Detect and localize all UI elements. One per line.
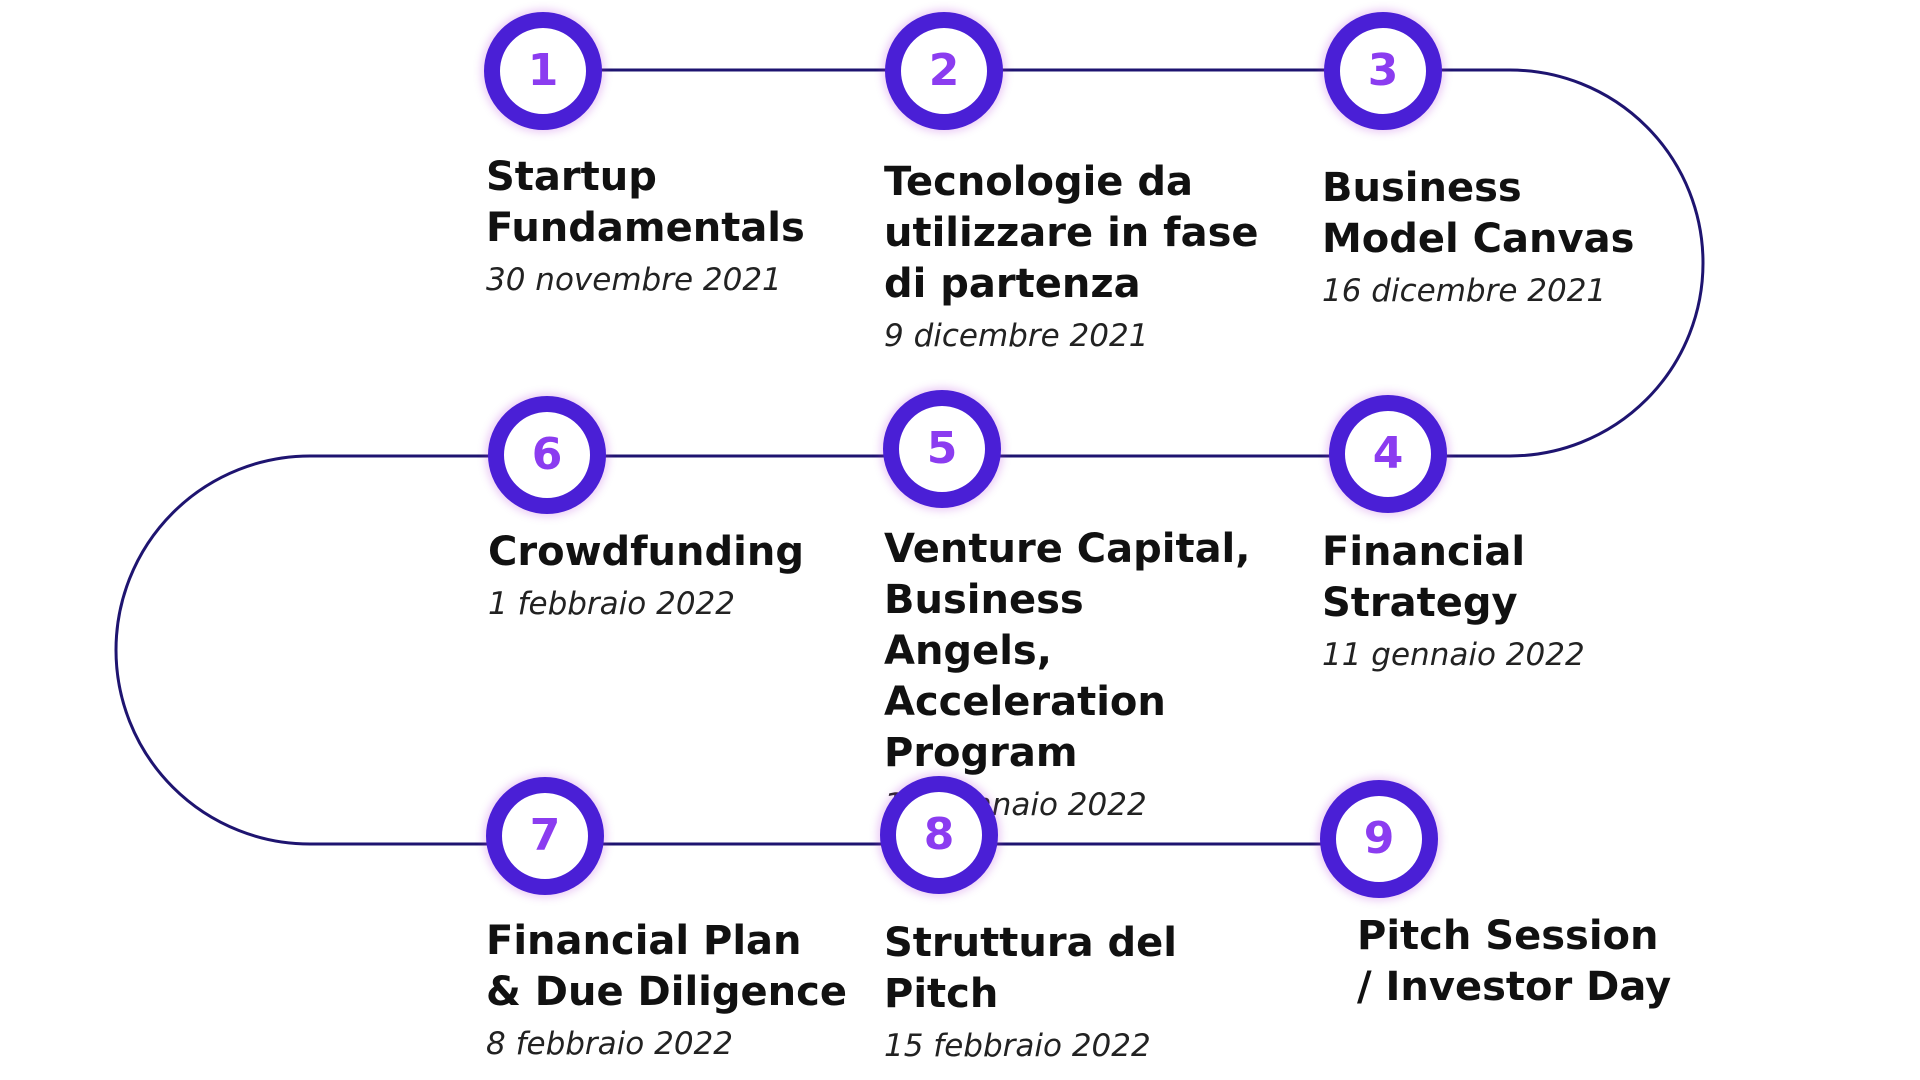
step-title: Tecnologie da utilizzare in fase di part… <box>884 159 1259 307</box>
step-title: Business Model Canvas <box>1322 165 1635 262</box>
step-7: Financial Plan & Due Diligence 8 febbrai… <box>486 916 866 1066</box>
step-number: 9 <box>1363 813 1395 864</box>
step-4: Financial Strategy 11 gennaio 2022 <box>1322 527 1702 677</box>
step-date: 15 febbraio 2022 <box>884 1028 1151 1064</box>
step-5: Venture Capital, Business Angels, Accele… <box>884 524 1264 827</box>
step-date: 11 gennaio 2022 <box>1322 637 1585 673</box>
step-node-8: 8 <box>880 776 998 894</box>
step-date: 16 dicembre 2021 <box>1322 273 1607 309</box>
step-title: Pitch Session / Investor Day <box>1357 913 1672 1010</box>
step-node-5: 5 <box>883 390 1001 508</box>
step-number: 8 <box>923 809 955 860</box>
step-title: Startup Fundamentals <box>486 154 805 251</box>
step-number: 3 <box>1367 45 1399 96</box>
step-title: Financial Strategy <box>1322 529 1526 626</box>
step-6: Crowdfunding 1 febbraio 2022 <box>488 527 868 626</box>
step-node-2: 2 <box>885 12 1003 130</box>
step-node-9: 9 <box>1320 780 1438 898</box>
step-date: 8 febbraio 2022 <box>486 1026 733 1062</box>
step-number: 4 <box>1372 428 1404 479</box>
step-date: 1 febbraio 2022 <box>488 586 735 622</box>
step-title: Venture Capital, Business Angels, Accele… <box>884 526 1251 776</box>
step-number: 6 <box>531 429 563 480</box>
step-8: Struttura del Pitch 15 febbraio 2022 <box>884 918 1264 1068</box>
step-node-1: 1 <box>484 12 602 130</box>
step-9: Pitch Session / Investor Day <box>1357 911 1737 1013</box>
step-number: 1 <box>527 45 559 96</box>
step-1: Startup Fundamentals 30 novembre 2021 <box>486 152 866 302</box>
step-title: Struttura del Pitch <box>884 920 1177 1017</box>
step-title: Crowdfunding <box>488 529 804 575</box>
step-number: 7 <box>529 810 561 861</box>
step-number: 2 <box>928 45 960 96</box>
step-title: Financial Plan & Due Diligence <box>486 918 847 1015</box>
step-date: 30 novembre 2021 <box>486 262 782 298</box>
step-node-7: 7 <box>486 777 604 895</box>
step-date: 9 dicembre 2021 <box>884 318 1149 354</box>
step-2: Tecnologie da utilizzare in fase di part… <box>884 157 1264 358</box>
step-node-4: 4 <box>1329 395 1447 513</box>
step-node-6: 6 <box>488 396 606 514</box>
step-node-3: 3 <box>1324 12 1442 130</box>
step-number: 5 <box>926 423 958 474</box>
step-3: Business Model Canvas 16 dicembre 2021 <box>1322 163 1702 313</box>
